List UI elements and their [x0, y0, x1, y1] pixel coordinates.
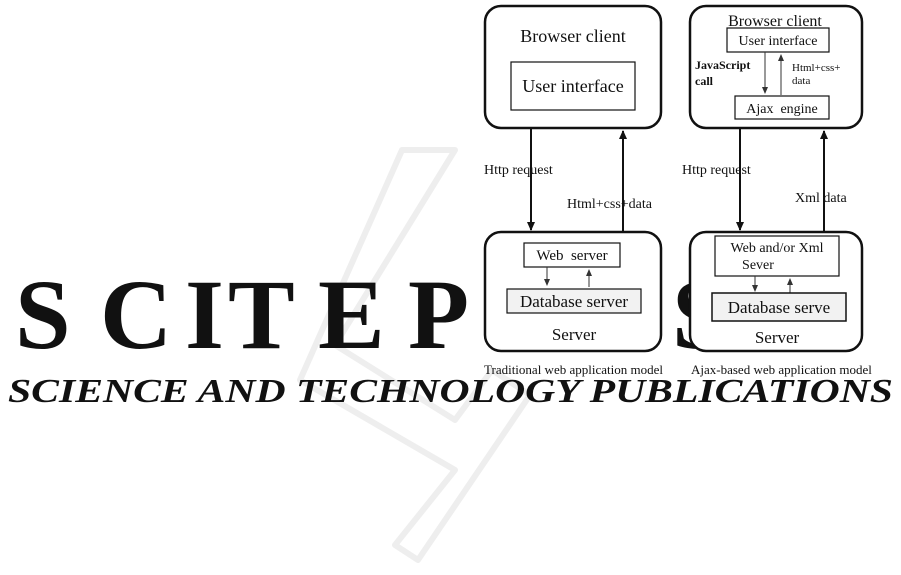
ajax-ui-label: User interface [739, 34, 818, 49]
ajax-web-server-label: Sever [742, 258, 774, 273]
ajax-engine-box [734, 95, 830, 120]
ajax-ui-box [726, 27, 830, 53]
watermark-letter: T [228, 259, 295, 370]
watermark-letter: I [185, 259, 224, 370]
ajax-caption: Ajax-based web application model [691, 362, 872, 377]
ajax-web-server-label: Web and/or Xml [731, 241, 824, 256]
watermark-letter: E [318, 259, 385, 370]
ajax-db-server-box [711, 292, 847, 322]
ajax-html-css-label: data [792, 75, 810, 87]
ajax-server-label: Server [755, 328, 800, 347]
traditional-request-label: Http request [484, 163, 553, 178]
traditional-web-server-label: Web server [536, 248, 607, 264]
ajax-js-call-label: call [695, 74, 714, 88]
watermark-swoosh [297, 147, 533, 563]
traditional-web-server-box [523, 242, 621, 268]
traditional-ui-label: User interface [522, 76, 623, 96]
ajax-db-server-label: Database serve [728, 298, 830, 317]
ajax-model: Browser client User interface JavaScript… [682, 4, 872, 377]
watermark-letter: P [408, 259, 469, 370]
traditional-db-server-box [506, 288, 642, 314]
ajax-client-title: Browser client [728, 13, 822, 30]
traditional-caption: Traditional web application model [484, 362, 663, 377]
ajax-request-label: Http request [682, 163, 751, 178]
watermark: S C I T E P R E S S SCIENCE AND TECHNOLO… [8, 147, 893, 563]
ajax-engine-label: Ajax engine [746, 102, 818, 117]
traditional-client-title: Browser client [520, 26, 625, 46]
ajax-html-css-label: Html+css+ [792, 62, 840, 74]
watermark-letter: S [15, 259, 71, 370]
traditional-server-label: Server [552, 325, 597, 344]
traditional-response-label: Html+css+data [567, 197, 653, 212]
traditional-db-server-label: Database server [520, 292, 628, 311]
ajax-web-server-box [714, 235, 840, 277]
watermark-letter: C [100, 259, 172, 370]
traditional-model: Browser client User interface Http reque… [483, 4, 663, 377]
traditional-ui-box [510, 61, 636, 111]
ajax-response-label: Xml data [795, 191, 847, 206]
watermark-subline: SCIENCE AND TECHNOLOGY PUBLICATIONS [8, 373, 893, 410]
ajax-js-call-label: JavaScript [695, 58, 750, 72]
